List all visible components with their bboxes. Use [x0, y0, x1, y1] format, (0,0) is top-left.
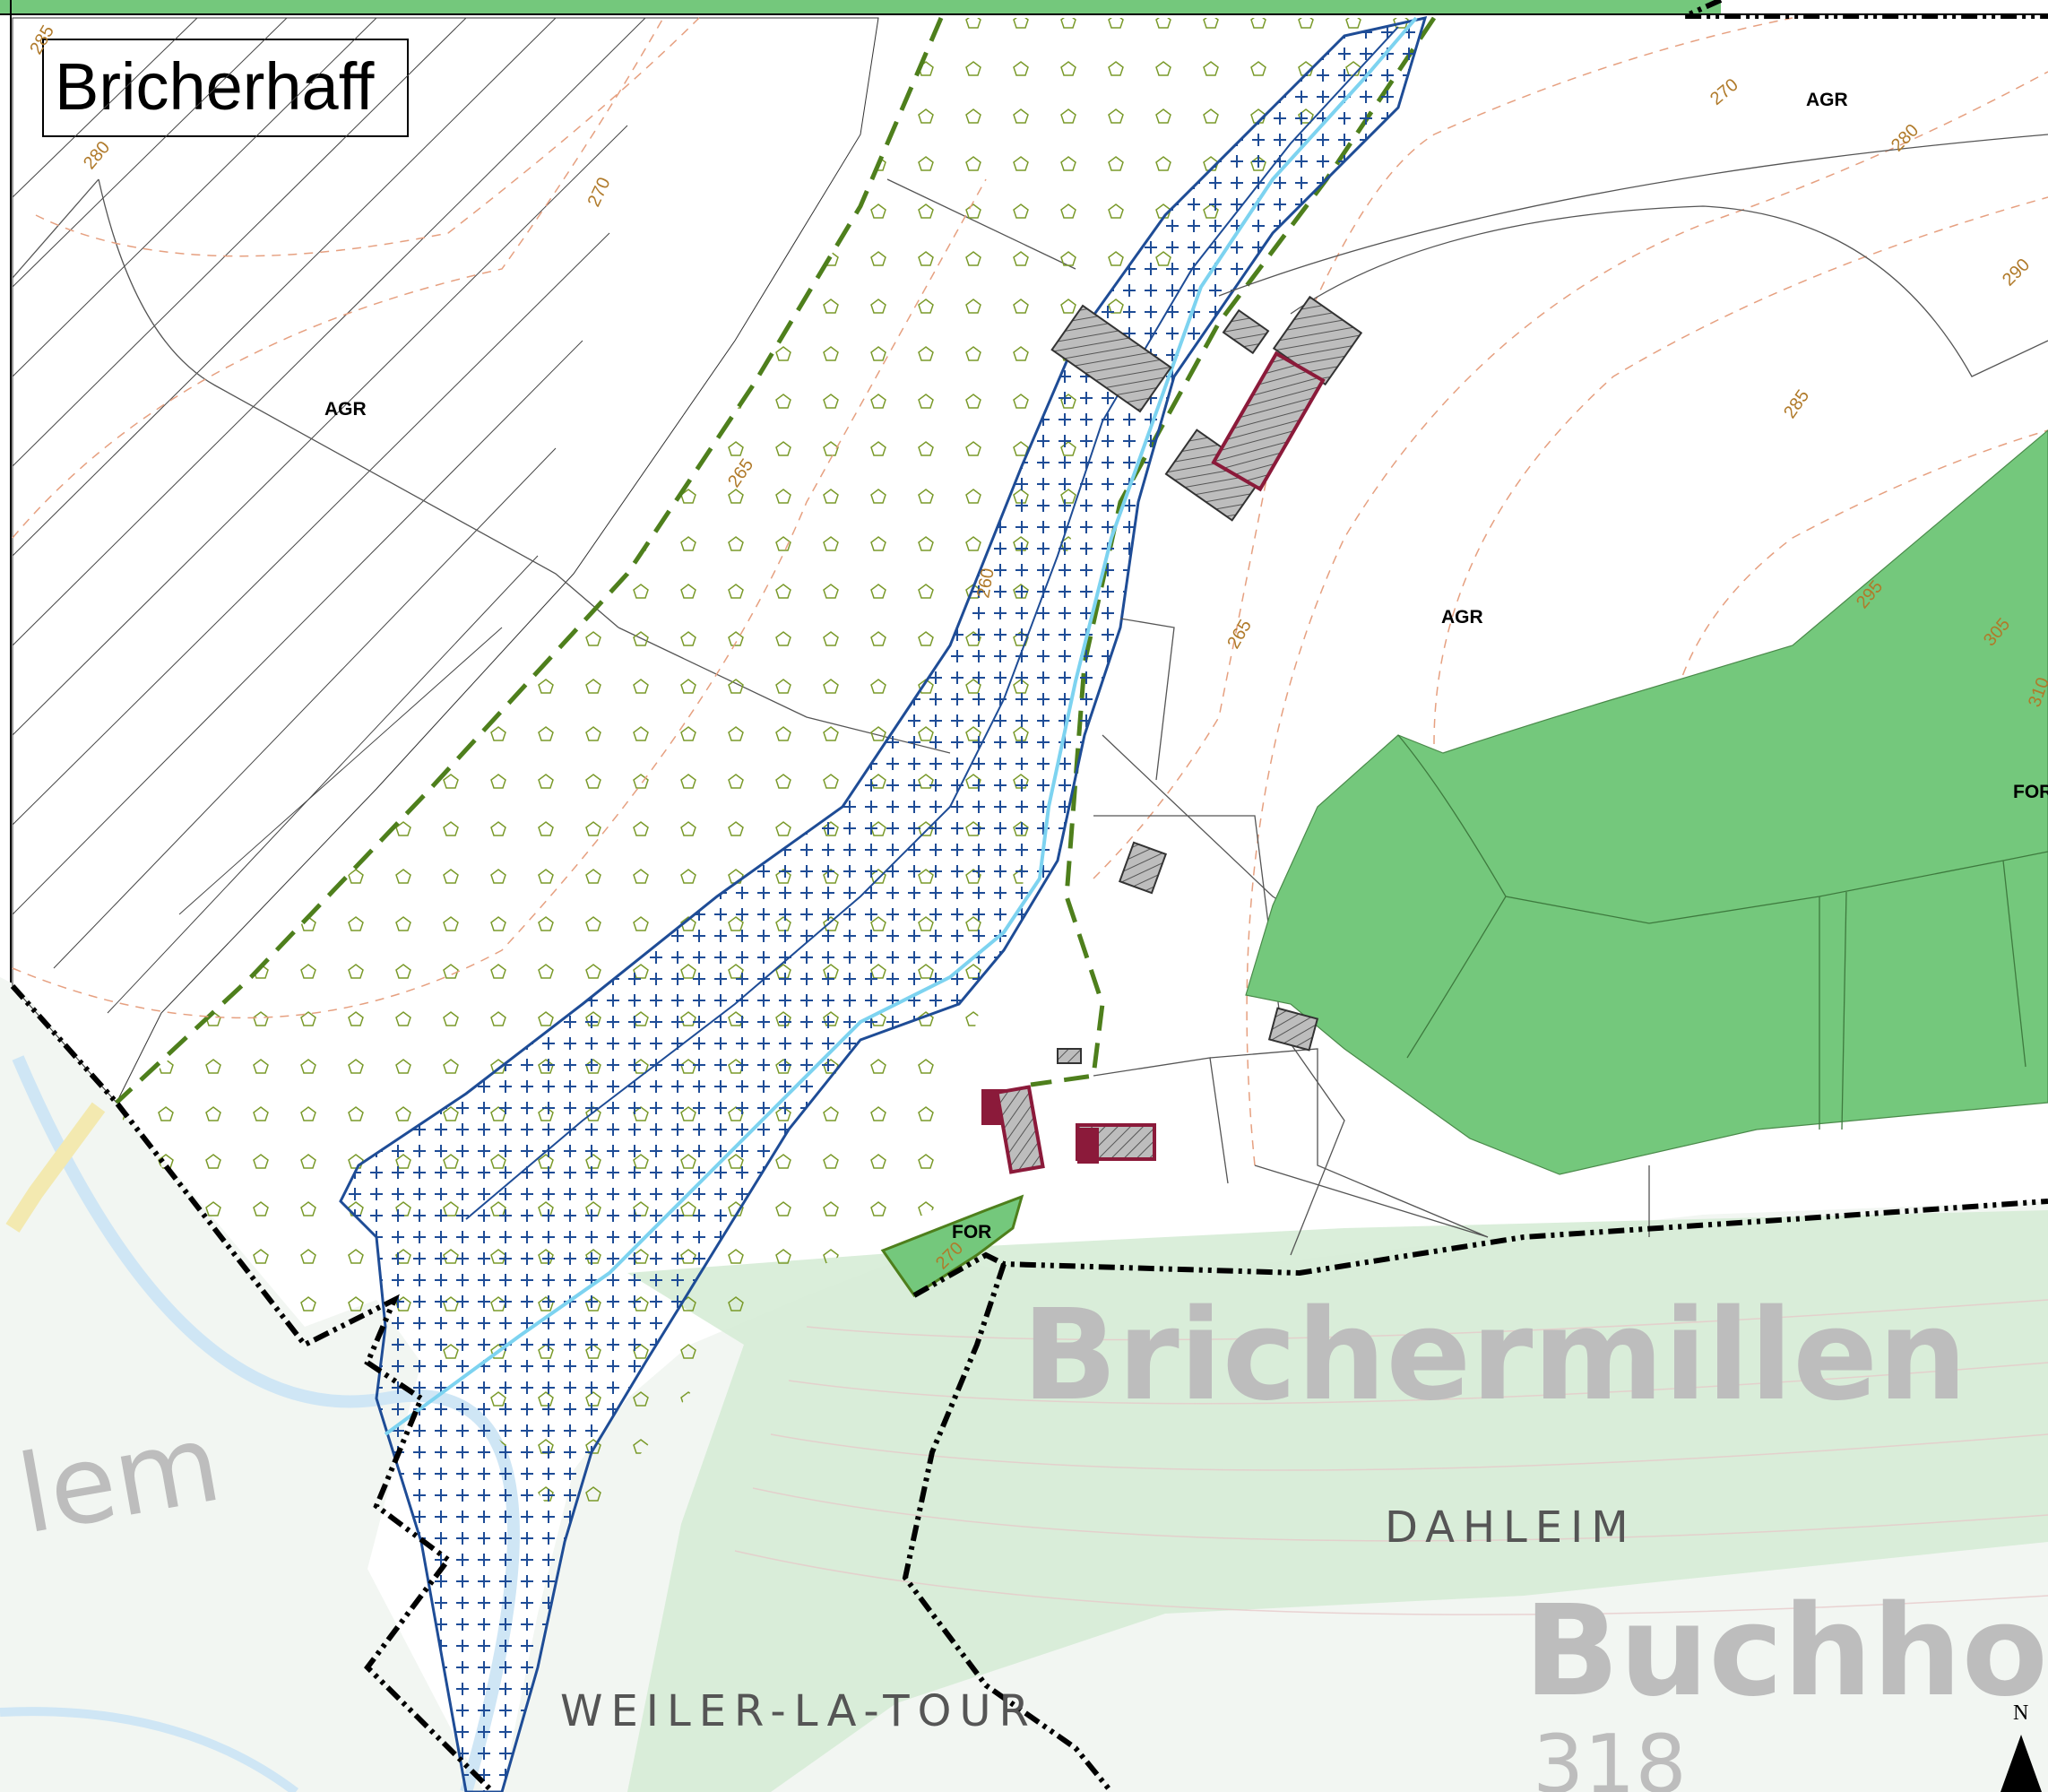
- commune-boundary: [10, 984, 496, 1792]
- contour-label: 270: [584, 175, 615, 211]
- contour-label: 285: [26, 22, 58, 58]
- contour-label: 265: [1223, 617, 1256, 653]
- agr-parcel-hatched: [12, 17, 879, 1104]
- forest-zone-east: [1245, 429, 2048, 1175]
- place-name-weiler-la-tour: WEILER-LA-TOUR: [560, 1686, 1037, 1736]
- flood-outline-inner: [465, 26, 1399, 1220]
- contour-label: 290: [1999, 255, 2034, 290]
- flood-zone: [339, 15, 1428, 1792]
- zone-boundary-dashed: [115, 17, 944, 1104]
- road: [5, 1102, 106, 1233]
- zone-label-agr-west: AGR: [324, 399, 367, 420]
- zone-label-for-south: FOR: [952, 1222, 991, 1242]
- zone-label-agr-center: AGR: [1441, 607, 1483, 628]
- buildings: [981, 295, 1363, 1174]
- place-name-dahleim: DAHLEIM: [1385, 1502, 1637, 1553]
- place-name-brichermillen: Brichermillen: [1022, 1283, 1967, 1429]
- zone-label-agr-ne: AGR: [1806, 90, 1848, 110]
- contour-label: 270: [1707, 75, 1742, 109]
- top-band: [0, 0, 1721, 14]
- map-title: Bricherhaff: [42, 39, 409, 137]
- north-arrow-label: N: [2013, 1701, 2028, 1725]
- north-arrow-icon: [2000, 1735, 2042, 1792]
- place-name-buchholz: Buchhol: [1524, 1579, 2048, 1725]
- elevation-label: 318: [1533, 1718, 1687, 1792]
- contour-label: 285: [1780, 386, 1813, 422]
- faded-forest: [627, 1210, 2048, 1792]
- zone-label-for-east: FOR: [2013, 782, 2048, 802]
- stream: [384, 16, 1418, 1436]
- contour-label: 280: [80, 138, 114, 174]
